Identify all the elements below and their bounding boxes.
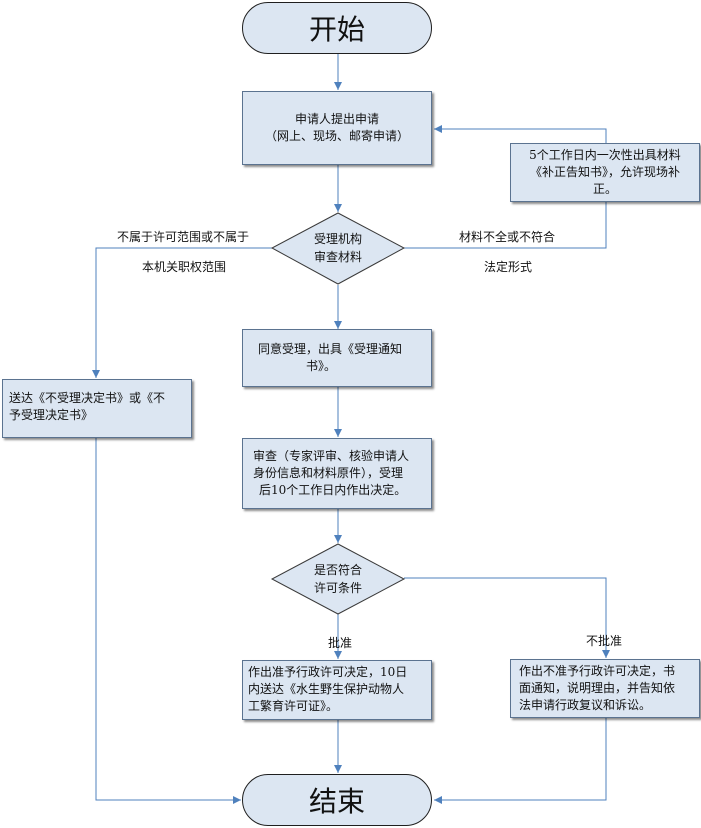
review-line-1: 受理机构 (313, 232, 362, 246)
examine-line-2: 身份信息和材料原件），受理 (253, 466, 404, 480)
edge-label-out-of-scope-1: 不属于许可范围或不属于 (117, 230, 250, 244)
edge-condition-deny (404, 577, 610, 658)
start-terminal: 开始 (242, 2, 432, 54)
edge-label-incomplete-2: 法定形式 (484, 260, 533, 274)
examine-line-3: 后10个工作日内作出决定。 (259, 483, 407, 497)
deny-box: 作出不准予行政许可决定，书 面通知，说明理由，并告知依 法申请行政复议和诉讼。 (510, 659, 700, 718)
condition-diamond-text: 是否符合 许可条件 (288, 561, 388, 597)
approve-line-2: 内送达《水生野生保护动物人 (248, 682, 405, 696)
end-terminal: 结束 (242, 774, 432, 826)
deny-line-3: 法申请行政复议和诉讼。 (519, 698, 652, 712)
end-label: 结束 (308, 785, 365, 818)
examine-box: 审查（专家评审、核验申请人 身份信息和材料原件），受理 后10个工作日内作出决定… (242, 438, 432, 509)
accept-line-2: 书》。 (306, 359, 337, 373)
condition-line-1: 是否符合 (313, 563, 362, 577)
approve-box: 作出准予行政许可决定，10日 内送达《水生野生保护动物人 工繁育许可证》。 (242, 660, 432, 720)
reject-notice-box: 送达《不受理决定书》或《不 予受理决定书》 (2, 379, 192, 438)
approve-line-1: 作出准予行政许可决定，10日 (248, 665, 408, 679)
supplement-box: 5个工作日内一次性出具材料 《补正告知书》，允许现场补 正。 (510, 143, 700, 202)
approve-line-3: 工繁育许可证》。 (248, 699, 339, 713)
deny-line-2: 面通知，说明理由，并告知依 (519, 681, 676, 695)
edge-reject-end (95, 438, 241, 804)
review-diamond-text: 受理机构 审查材料 (288, 230, 388, 266)
start-label: 开始 (308, 13, 365, 46)
edge-label-approved: 批准 (328, 636, 353, 650)
supplement-line-2: 《补正告知书》，允许现场补 (529, 165, 680, 179)
edge-review-reject (92, 247, 272, 378)
examine-line-1: 审查（专家评审、核验申请人 (253, 449, 410, 463)
apply-line-1: 申请人提出申请 (294, 112, 379, 126)
accept-box: 同意受理，出具《受理通知 书》。 (242, 329, 432, 387)
apply-line-2: （网上、现场、邮寄申请） (264, 129, 409, 143)
edge-label-incomplete-1: 材料不全或不符合 (459, 230, 556, 244)
review-line-2: 审查材料 (313, 250, 362, 264)
condition-line-2: 许可条件 (313, 581, 362, 595)
condition-diamond-shape (270, 543, 406, 615)
edge-review-supplement (404, 202, 607, 249)
edge-deny-end (434, 718, 607, 804)
review-diamond-shape (270, 212, 406, 285)
reject-line-1: 送达《不受理决定书》或《不 (9, 391, 166, 405)
edge-supplement-apply (434, 125, 607, 143)
supplement-line-1: 5个工作日内一次性出具材料 (529, 148, 681, 162)
reject-line-2: 予受理决定书》 (9, 408, 94, 422)
edge-label-not-approved: 不批准 (586, 634, 623, 648)
deny-line-1: 作出不准予行政许可决定，书 (519, 664, 676, 678)
edge-label-out-of-scope-2: 本机关职权范围 (142, 260, 227, 274)
supplement-line-3: 正。 (592, 182, 617, 196)
accept-line-1: 同意受理，出具《受理通知 (258, 342, 403, 356)
apply-box: 申请人提出申请 （网上、现场、邮寄申请） (242, 91, 432, 165)
